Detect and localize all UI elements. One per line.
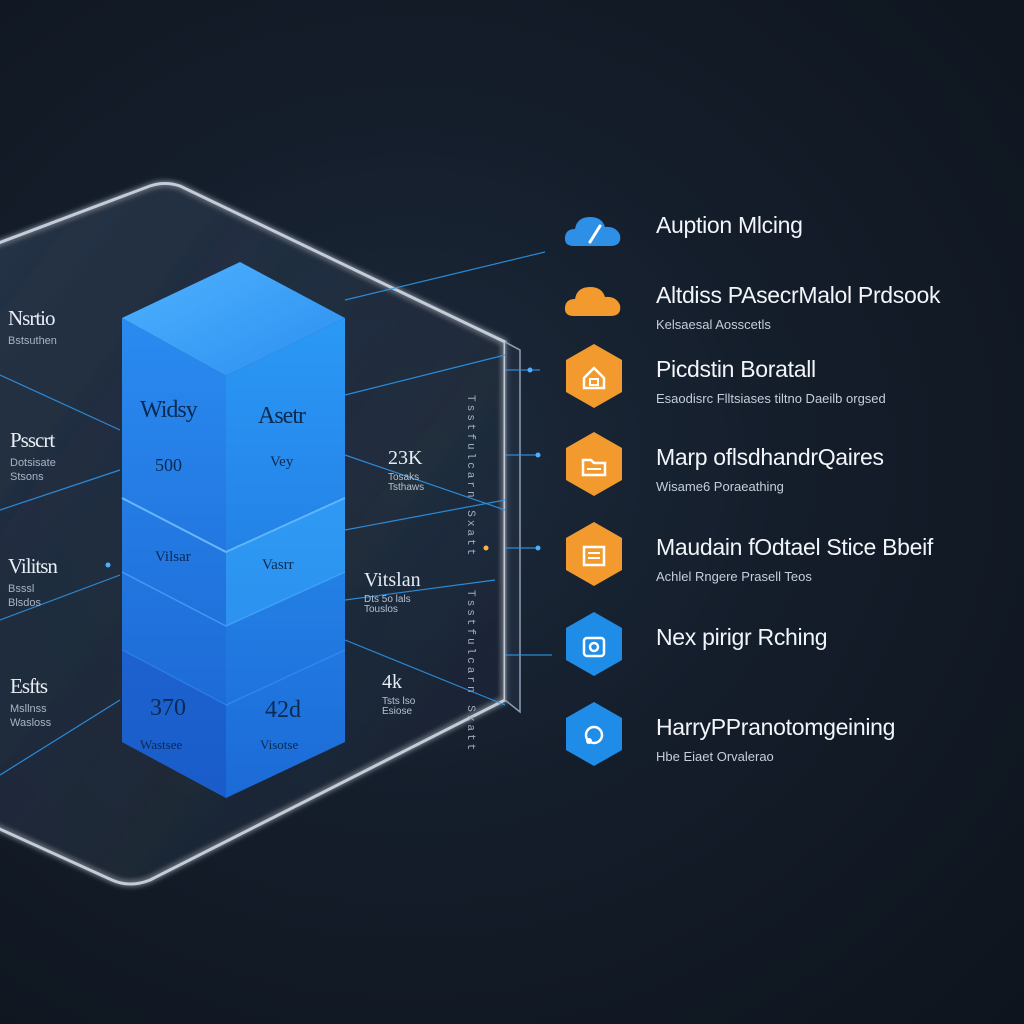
side-label-sub: Bstsuthen — [8, 335, 57, 347]
feature-subtitle: Esaodisrc Flltsiases tiltno Daeilb orgse… — [656, 391, 886, 406]
feature-item: Nex pirigr Rching — [560, 610, 1020, 680]
cloud-edit-icon — [564, 217, 621, 246]
feature-title: Auption Mlcing — [656, 212, 803, 238]
row-label-value: 4k — [382, 671, 402, 693]
column-top-right-title: Asetr — [258, 403, 306, 429]
side-label-2: Psscrt Dotsisate Stsons — [10, 430, 56, 485]
vertical-text: Tsstfulcarn Sxatt — [464, 395, 476, 558]
feature-title: Altdiss PAsecrMalol Prdsook — [656, 282, 941, 308]
settings-icon — [566, 702, 622, 766]
document-icon — [566, 522, 622, 586]
column-top-face — [122, 262, 345, 376]
side-label-title: Esfts — [10, 674, 48, 698]
column-mid-left: Vilsar — [155, 549, 191, 565]
side-label-title: Nsrtio — [8, 306, 55, 330]
side-label-title: Psscrt — [10, 428, 55, 452]
column-top-right-value: Vey — [270, 454, 294, 470]
feature-subtitle: Kelsaesal Aosscetls — [656, 317, 771, 332]
column-mid-right: Vasrr — [262, 557, 294, 573]
row-label-sub: Tosaks Tsthaws — [388, 472, 425, 493]
column-top-left-title: Widsy — [140, 397, 198, 423]
feature-text: Nex pirigr Rching — [656, 624, 828, 651]
feature-title: Nex pirigr Rching — [656, 624, 828, 650]
data-column — [121, 262, 346, 798]
side-label-sub: Bsssl Blsdos — [8, 583, 42, 609]
side-label-title: Vilitsn — [8, 554, 58, 578]
side-label-3: Vilitsn Bsssl Blsdos — [8, 554, 58, 611]
connector-dots — [105, 367, 541, 568]
vertical-strip: Tsstfulcarn Sxatt Tsstfulcarn Sxatt — [464, 395, 476, 753]
feature-title: Marp oflsdhandrQaires — [656, 444, 884, 470]
column-bottom-left-value: 370 — [150, 695, 186, 721]
row-label-value: Vitslan — [364, 569, 421, 591]
cloud-icon — [564, 287, 621, 316]
feature-item: Auption Mlcing — [560, 198, 1020, 268]
row-label-1: 23K Tosaks Tsthaws — [388, 448, 424, 493]
camera-icon — [566, 612, 622, 676]
side-label-4: Esfts Msllnss Wasloss — [10, 676, 51, 731]
side-label-sub: Msllnss Wasloss — [10, 703, 52, 729]
column-bottom-right-value: 42d — [265, 697, 301, 723]
row-label-sub: Dts 5o lals Touslos — [364, 594, 411, 615]
column-bottom-left-sub: Wastsee — [140, 737, 183, 752]
row-label-3: 4k Tsts lso Esiose — [382, 672, 415, 717]
feature-subtitle: Wisame6 Poraeathing — [656, 479, 784, 494]
connector-lines — [0, 251, 552, 776]
feature-subtitle: Hbe Eiaet Orvalerao — [656, 749, 774, 764]
row-label-sub: Tsts lso Esiose — [382, 696, 416, 717]
folder-icon — [566, 432, 622, 496]
feature-text: Auption Mlcing — [656, 212, 803, 239]
feature-title: Maudain fOdtael Stice Bbeif — [656, 534, 934, 560]
column-top-left-value: 500 — [155, 455, 182, 475]
house-icon — [566, 344, 622, 408]
feature-subtitle: Achlel Rngere Prasell Teos — [656, 569, 812, 584]
feature-title: Picdstin Boratall — [656, 356, 816, 382]
feature-title: HarryPPranotomgeining — [656, 714, 896, 740]
vertical-text-2: Tsstfulcarn Sxatt — [464, 590, 476, 753]
column-bottom-right-sub: Visotse — [260, 737, 299, 752]
side-label-sub: Dotsisate Stsons — [10, 457, 56, 483]
row-label-2: Vitslan Dts 5o lals Touslos — [364, 570, 421, 615]
row-label-value: 23K — [388, 447, 423, 469]
column-right-face — [226, 318, 345, 798]
side-label-1: Nsrtio Bstsuthen — [8, 308, 57, 349]
